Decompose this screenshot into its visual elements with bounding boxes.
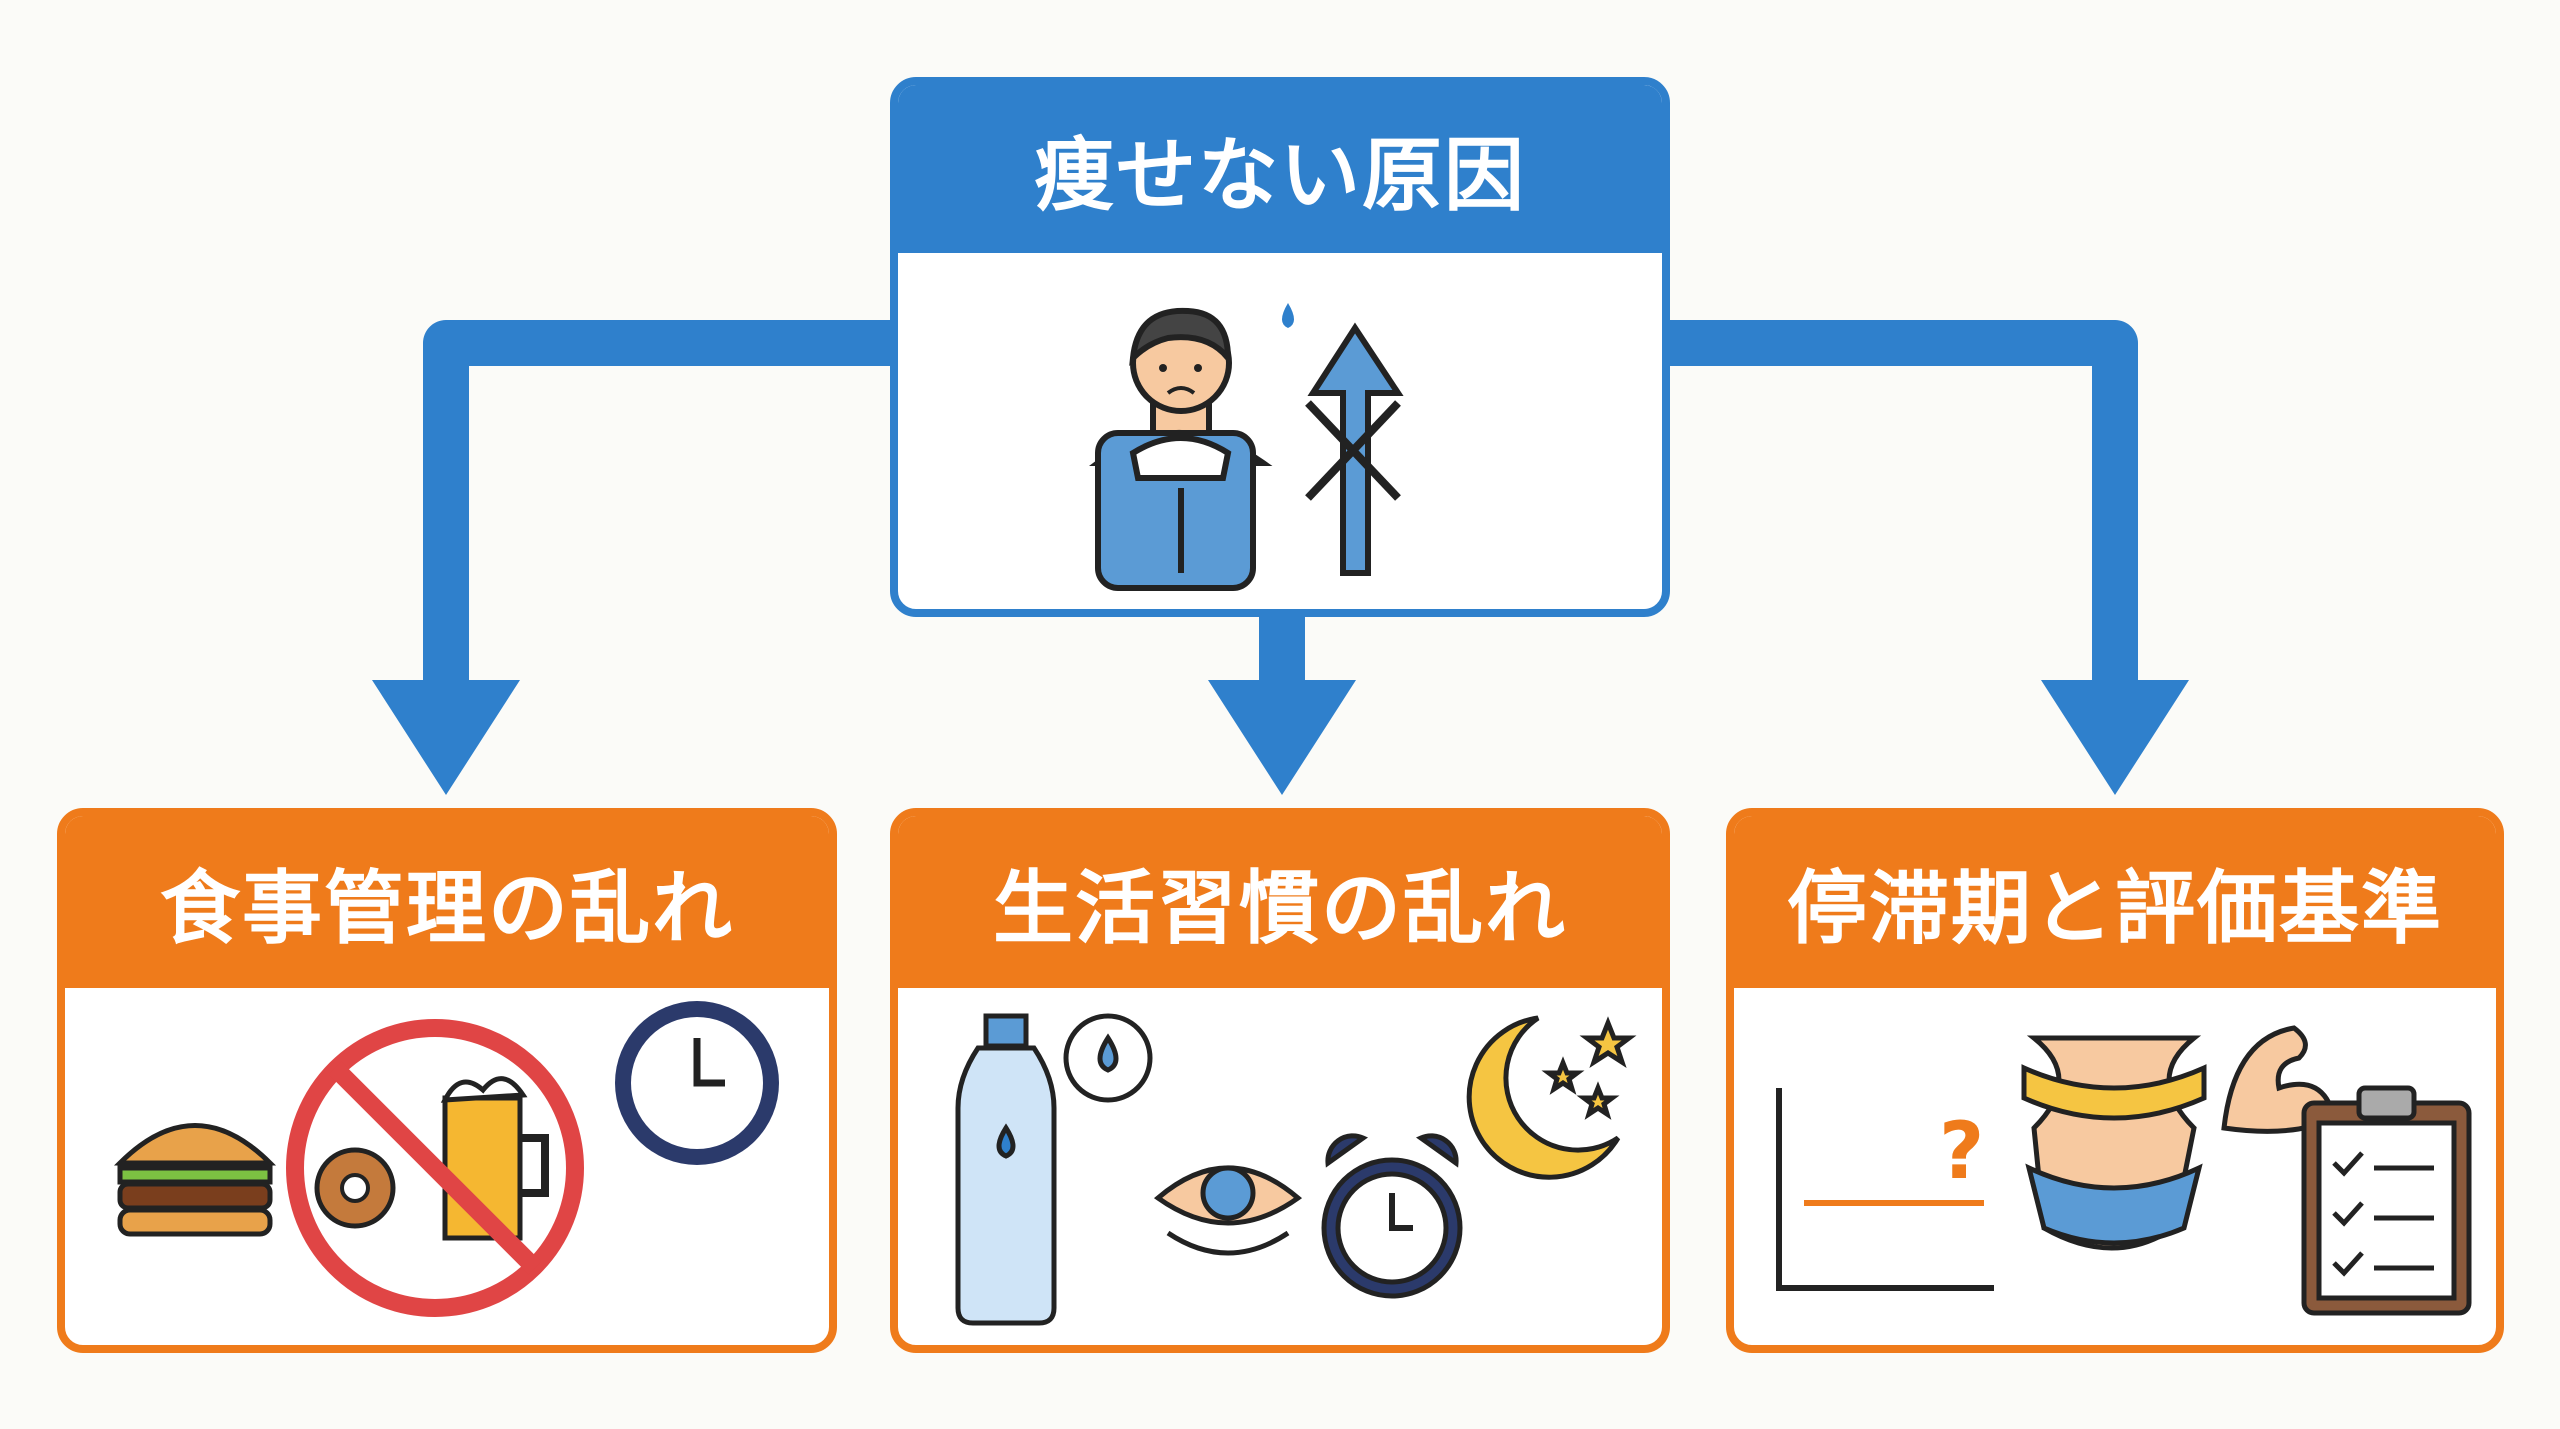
cause-title-plateau: 停滞期と評価基準	[1734, 816, 2496, 988]
plateau-icons: ?	[1776, 1025, 2472, 1316]
question-mark: ?	[1939, 1107, 1984, 1197]
alarm-clock-icon	[1321, 1133, 1463, 1299]
arrow-left-line	[423, 320, 894, 690]
arrow-middle-head	[1208, 680, 1356, 795]
diet-icons	[113, 1001, 779, 1317]
lifestyle-icons	[955, 1013, 1637, 1326]
arrow-right-head	[2041, 680, 2189, 795]
plateau-graph-icon	[1776, 1088, 1994, 1291]
cause-box-plateau: 停滞期と評価基準 ?	[1726, 808, 2504, 1353]
cause-box-diet: 食事管理の乱れ	[57, 808, 837, 1353]
tired-eye-icon	[1153, 1165, 1303, 1256]
cause-title-lifestyle: 生活習慣の乱れ	[898, 816, 1662, 988]
arrow-left-head	[372, 680, 520, 795]
root-cause-box: 痩せない原因	[890, 77, 1670, 617]
weight-scale-frustrated-person-icon	[1088, 303, 1404, 591]
hamburger-icon	[113, 1123, 277, 1237]
waist-measure-icon	[2021, 1035, 2207, 1251]
checklist-clipboard-icon	[2301, 1085, 2472, 1316]
no-donut-beer-icon	[286, 1019, 584, 1317]
root-title: 痩せない原因	[898, 85, 1662, 253]
cause-box-lifestyle: 生活習慣の乱れ	[890, 808, 1670, 1353]
arrow-right-line	[1665, 320, 2138, 690]
clock-icon	[615, 1001, 779, 1165]
moon-stars-icon	[1466, 1015, 1637, 1180]
cause-title-diet: 食事管理の乱れ	[65, 816, 829, 988]
water-bottle-icon	[955, 1013, 1153, 1326]
